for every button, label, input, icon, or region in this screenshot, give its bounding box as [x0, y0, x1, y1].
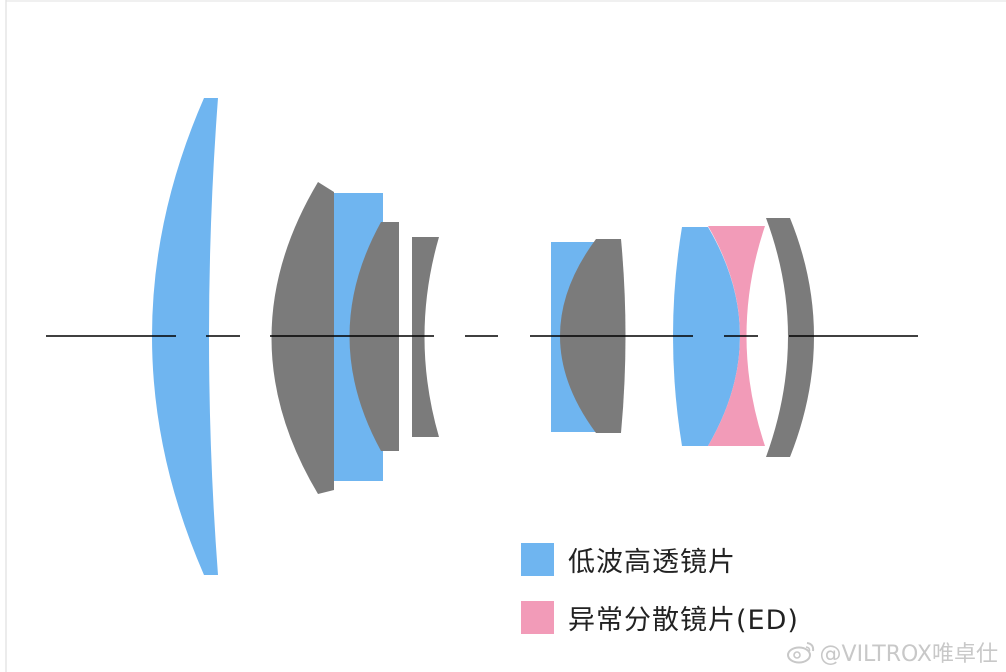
- lens-element-10: [766, 218, 814, 457]
- watermark-text: @VILTROX唯卓仕: [819, 642, 998, 667]
- lens-element-2: [271, 182, 334, 494]
- legend-item-ed: 异常分散镜片(ED): [521, 598, 799, 637]
- lens-element-1-low-dispersion: [152, 98, 218, 575]
- lens-element-8-low-dispersion: [673, 227, 740, 446]
- weibo-icon: [786, 642, 814, 664]
- watermark: @VILTROX唯卓仕: [786, 636, 998, 668]
- legend-item-low-dispersion: 低波高透镜片: [521, 540, 736, 579]
- lens-element-9-ed: [708, 226, 765, 446]
- legend-swatch-ed: [521, 601, 554, 634]
- lens-element-5: [412, 237, 439, 437]
- legend-swatch-low-dispersion: [521, 543, 554, 576]
- lens-element-3-low-dispersion: [334, 193, 383, 481]
- legend-label-ed: 异常分散镜片(ED): [568, 605, 799, 636]
- legend-label-low-dispersion: 低波高透镜片: [568, 547, 736, 578]
- lens-element-6-low-dispersion: [551, 242, 600, 432]
